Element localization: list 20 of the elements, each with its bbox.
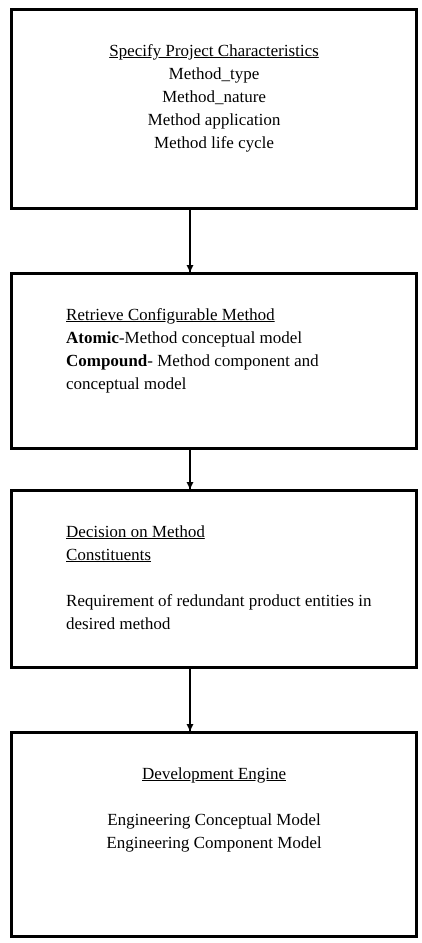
process-box xyxy=(10,272,418,450)
arrow xyxy=(186,669,194,731)
box-text: Method_type xyxy=(168,63,260,85)
box-text: Requirement of redundant product entities in desired method xyxy=(66,590,372,635)
box-text: Method_nature xyxy=(162,86,266,108)
box-text: Method application xyxy=(148,109,280,131)
arrow xyxy=(186,210,194,272)
arrow xyxy=(186,450,194,489)
box-heading: Development Engine xyxy=(142,763,286,785)
process-box xyxy=(10,489,418,669)
box-heading: Retrieve Configurable Method xyxy=(66,304,275,326)
box-text: Compound- Method component and conceptual model xyxy=(66,350,320,395)
process-box xyxy=(10,8,418,210)
box-text: Engineering Conceptual Model xyxy=(107,809,321,831)
box-heading: Specify Project Characteristics xyxy=(109,40,319,62)
box-text: Engineering Component Model xyxy=(106,832,322,854)
box-text: Method life cycle xyxy=(154,132,274,154)
process-box xyxy=(10,731,418,938)
box-heading: Decision on Method Constituents xyxy=(66,521,206,566)
box-text: Atomic-Method conceptual model xyxy=(66,327,302,349)
